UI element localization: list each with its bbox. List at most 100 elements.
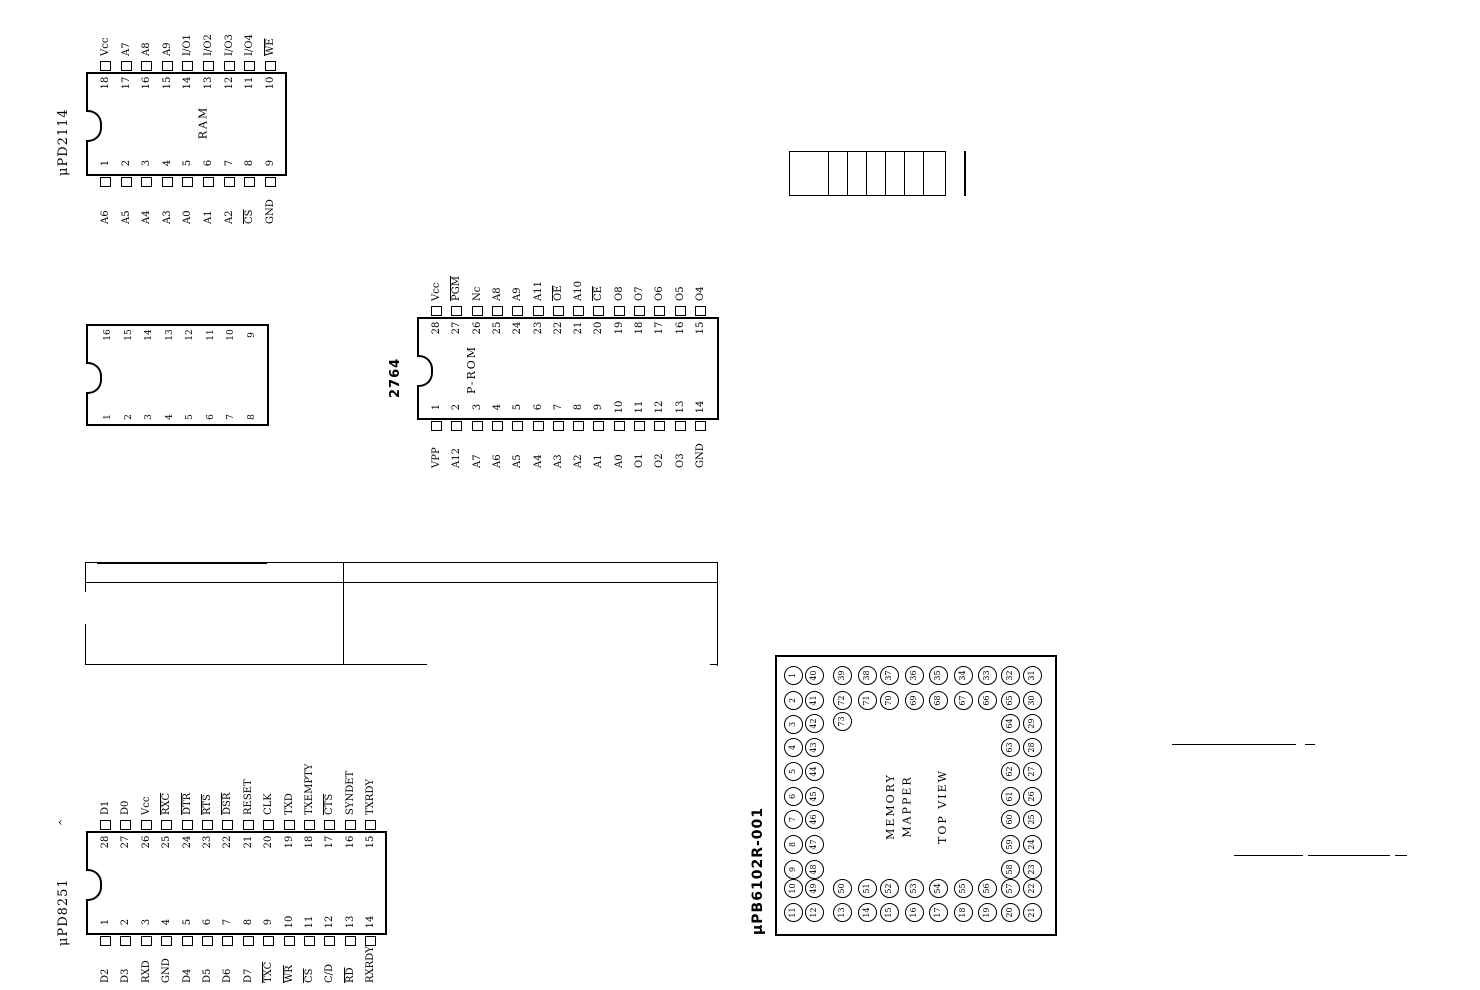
chip-8251-part-label: μPD8251 [56, 878, 71, 946]
pin-bottom [140, 936, 152, 946]
pin-signal-label: I/O1 [182, 34, 194, 56]
pin-number: 9 [263, 918, 275, 926]
pga-pin: 48 [805, 860, 824, 879]
pin-signal-label: D0 [120, 800, 132, 815]
chip-8251-body [86, 831, 387, 935]
pga-label-mapper: MAPPER [900, 775, 914, 838]
pin-number: 14 [694, 400, 706, 414]
pin-signal-label: RD [344, 967, 356, 983]
chip-notch [417, 355, 433, 387]
pin-signal-label: A1 [593, 454, 605, 468]
pin-bottom [141, 177, 153, 187]
table-mid-rule [343, 562, 344, 664]
pin-top [512, 306, 524, 316]
pin-signal-label: A7 [471, 454, 483, 468]
signature-line [1308, 855, 1390, 856]
pga-pin: 8 [784, 835, 803, 854]
pin-bottom [222, 936, 234, 946]
pin-number: 10 [283, 915, 295, 929]
pin-top [573, 306, 585, 316]
pga-label-memory: MEMORY [883, 773, 897, 840]
pin-signal-label: A4 [141, 210, 153, 224]
pin-signal-label: SYNDET [344, 770, 356, 815]
pin-number: 15 [161, 76, 173, 90]
pin-signal-label: A12 [451, 448, 463, 468]
pin-top [202, 820, 213, 830]
pin-number: 18 [304, 835, 315, 849]
pin-number: 9 [593, 403, 605, 411]
pin-bottom [100, 936, 111, 946]
pin-number: 11 [304, 915, 315, 929]
pga-pin: 70 [880, 691, 899, 710]
pin-number: 2 [120, 918, 132, 926]
pin-bottom [202, 936, 213, 946]
pin-signal-label: A7 [120, 42, 132, 56]
pga-pin: 67 [954, 691, 973, 710]
pin-top [222, 820, 234, 830]
pin-number: 12 [223, 76, 235, 90]
pga-pin: 34 [954, 666, 973, 685]
chip-notch [86, 362, 102, 394]
pin-number: 12 [654, 400, 666, 414]
pin-top [161, 820, 173, 830]
pin-number: 9 [246, 332, 257, 338]
pin-signal-label: WR [283, 965, 295, 983]
pga-pin: 31 [1023, 666, 1042, 685]
pin-signal-label: D5 [202, 968, 213, 983]
pga-pin: 13 [833, 903, 852, 922]
pin-bottom [100, 177, 111, 187]
pga-pin: 64 [1001, 714, 1020, 733]
pin-number: 13 [674, 400, 686, 414]
pin-number: 8 [573, 403, 585, 411]
pin-signal-label: CTS [324, 793, 336, 815]
pin-top [431, 306, 442, 316]
pin-signal-label: A9 [512, 287, 524, 301]
pga-pin: 33 [978, 666, 997, 685]
pin-number: 8 [244, 159, 256, 167]
pin-bottom [263, 936, 275, 946]
pin-number: 27 [451, 321, 463, 335]
pin-top [304, 820, 315, 830]
pga-pin: 9 [784, 860, 803, 879]
pin-signal-label: GND [161, 958, 173, 983]
pin-signal-label: Vcc [431, 282, 442, 301]
pga-pin: 6 [784, 787, 803, 806]
pga-pin: 59 [1001, 835, 1020, 854]
pga-pin: 49 [805, 879, 824, 898]
pin-signal-label: CLK [263, 793, 275, 815]
pin-bottom [264, 177, 276, 187]
pga-pin: 26 [1023, 787, 1042, 806]
pga-pin: 60 [1001, 810, 1020, 829]
pin-signal-label: Vcc [140, 796, 152, 815]
pin-signal-label: RXRDY [365, 946, 377, 983]
chip-2114-body-label: RAM [196, 105, 210, 140]
pin-bottom [491, 421, 503, 431]
pin-signal-label: TXRDY [365, 779, 377, 815]
pin-number: 6 [202, 918, 213, 926]
pin-number: 4 [491, 403, 503, 411]
pin-bottom [654, 421, 666, 431]
pga-pin: 47 [805, 835, 824, 854]
pin-number: 11 [634, 400, 645, 414]
pin-top [674, 306, 686, 316]
pin-signal-label: RTS [202, 794, 213, 815]
pin-number: 9 [264, 159, 276, 167]
pin-number: 24 [181, 835, 193, 849]
pin-bottom [324, 936, 336, 946]
pin-top [532, 306, 544, 316]
pin-bottom [573, 421, 585, 431]
pin-signal-label: CS [244, 209, 256, 224]
pin-top [244, 61, 256, 71]
grid-cell [885, 151, 905, 196]
pin-top [613, 306, 625, 316]
pin-number: 5 [181, 918, 193, 926]
table-header-underline [97, 563, 267, 564]
pin-number: 8 [242, 918, 254, 926]
pga-pin: 19 [978, 903, 997, 922]
pin-signal-label: A8 [491, 287, 503, 301]
pin-number: 19 [283, 835, 295, 849]
pin-signal-label: A3 [161, 210, 173, 224]
pga-pin: 63 [1001, 738, 1020, 757]
pin-top [634, 306, 645, 316]
pin-number: 28 [100, 835, 111, 849]
